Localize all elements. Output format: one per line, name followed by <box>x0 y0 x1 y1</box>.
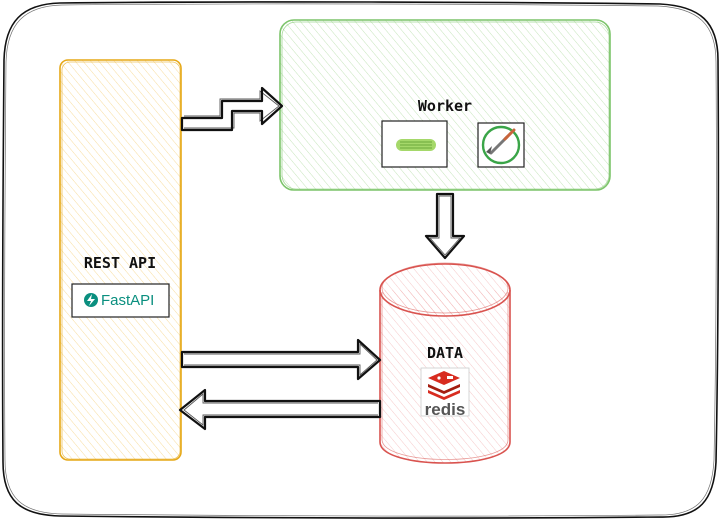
edge-data-to-rest-api <box>178 388 382 431</box>
edge-rest-api-to-worker <box>180 86 284 132</box>
redis-logo: redis <box>420 367 470 419</box>
fastapi-label: FastAPI <box>101 292 154 309</box>
edge-rest-api-to-data <box>180 338 382 381</box>
worker-label: Worker <box>418 97 472 115</box>
data-node[interactable]: DATA redis <box>379 262 511 464</box>
redis-text: redis <box>425 400 466 419</box>
fastapi-badge: FastAPI <box>71 283 170 318</box>
scrapy-icon <box>477 122 525 168</box>
worker-node[interactable]: Worker <box>279 19 611 191</box>
rest-api-label: REST API <box>84 254 156 272</box>
data-label: DATA <box>427 344 463 362</box>
rest-api-node[interactable]: REST API FastAPI <box>59 59 182 461</box>
celery-icon <box>381 120 448 168</box>
edge-worker-to-data <box>424 192 466 260</box>
